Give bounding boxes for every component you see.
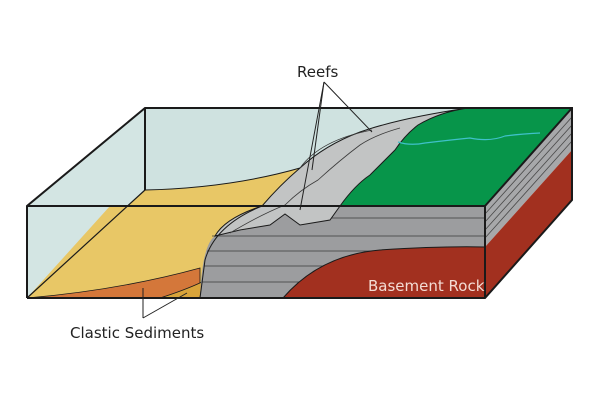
water-left-side (27, 108, 145, 298)
sand-limestone-boundary (199, 205, 263, 299)
reef-ridge-2 (229, 127, 401, 234)
clastic-leader-lines (142, 288, 188, 319)
reef-ridge-1 (299, 129, 373, 169)
limestone-right-face (485, 108, 572, 247)
sand-water-boundary (144, 167, 301, 191)
block-outline (26, 107, 573, 299)
clastic-sediments-label: Clastic Sediments (70, 324, 204, 342)
basement-rock-front (281, 246, 486, 299)
basement-rock-right-face (485, 150, 572, 298)
land-surface (340, 108, 572, 206)
basement-rock-label: Basement Rock (368, 277, 485, 295)
reef-platform (214, 107, 469, 237)
clastic-orange-layer (26, 267, 201, 299)
reefs-label: Reefs (297, 63, 338, 81)
reefs-leader-lines (299, 81, 373, 211)
right-face-strata-lines (484, 116, 573, 239)
stream (397, 132, 541, 145)
